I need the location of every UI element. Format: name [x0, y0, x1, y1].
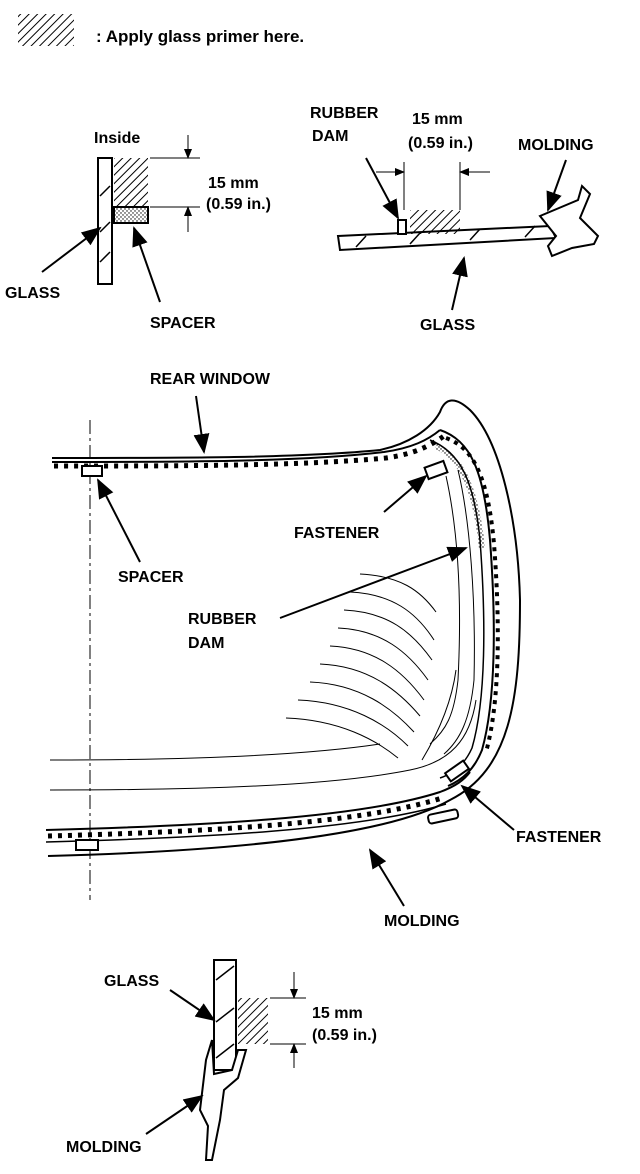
glass-reflection-lines [285, 573, 437, 759]
dim-in-label: (0.59 in.) [312, 1027, 377, 1044]
rear-window-label: REAR WINDOW [150, 371, 271, 388]
fastener-top-label: FASTENER [294, 525, 380, 542]
rubber-label: RUBBER [188, 611, 257, 628]
dim-mm-label: 15 mm [208, 175, 259, 192]
detail-top-left: Inside 15 mm (0.59 in.) GLASS SPACER [5, 130, 271, 332]
rubber-dam-block [397, 219, 407, 235]
fastener-bottom-label: FASTENER [516, 829, 602, 846]
rear-window-main-view: REAR WINDOW FASTENER SPACER RUBBER DAM F… [45, 371, 602, 930]
glass-label: GLASS [104, 973, 159, 990]
molding-label: MOLDING [384, 913, 460, 930]
spacer-label: SPACER [118, 569, 184, 586]
molding-label: MOLDING [66, 1139, 142, 1156]
glass-label: GLASS [5, 285, 60, 302]
fastener-top [423, 459, 449, 481]
primer-area [114, 158, 148, 206]
primer-area [238, 998, 268, 1044]
rear-window-bottom-edge [45, 771, 471, 831]
dim-mm-label: 15 mm [412, 111, 463, 128]
legend: : Apply glass primer here. [18, 14, 304, 46]
molding-profile [538, 184, 600, 258]
rear-window-top-edge [51, 429, 441, 463]
dim-in-label: (0.59 in.) [206, 196, 271, 213]
legend-text: : Apply glass primer here. [96, 27, 304, 46]
dam-label: DAM [188, 635, 224, 652]
rubber-label: RUBBER [310, 105, 379, 122]
inside-label: Inside [94, 130, 140, 147]
glass-label: GLASS [420, 317, 475, 334]
spacer-label: SPACER [150, 315, 216, 332]
spacer-block-bottom [75, 839, 99, 851]
dim-in-label: (0.59 in.) [408, 135, 473, 152]
detail-bottom: 15 mm (0.59 in.) GLASS MOLDING [66, 959, 377, 1161]
dim-mm-label: 15 mm [312, 1005, 363, 1022]
molding-outline [47, 399, 522, 857]
detail-top-right: RUBBER DAM 15 mm (0.59 in.) MOLDING GLAS… [310, 105, 600, 334]
fastener-bottom [443, 759, 471, 783]
dam-label: DAM [312, 128, 348, 145]
primer-area [410, 210, 460, 234]
fastener-bottom-2 [427, 808, 460, 825]
primer-hatch-swatch [18, 14, 74, 46]
spacer-block [113, 206, 149, 224]
molding-label: MOLDING [518, 137, 594, 154]
glass-section [97, 157, 113, 285]
spacer-block-top [81, 465, 103, 477]
